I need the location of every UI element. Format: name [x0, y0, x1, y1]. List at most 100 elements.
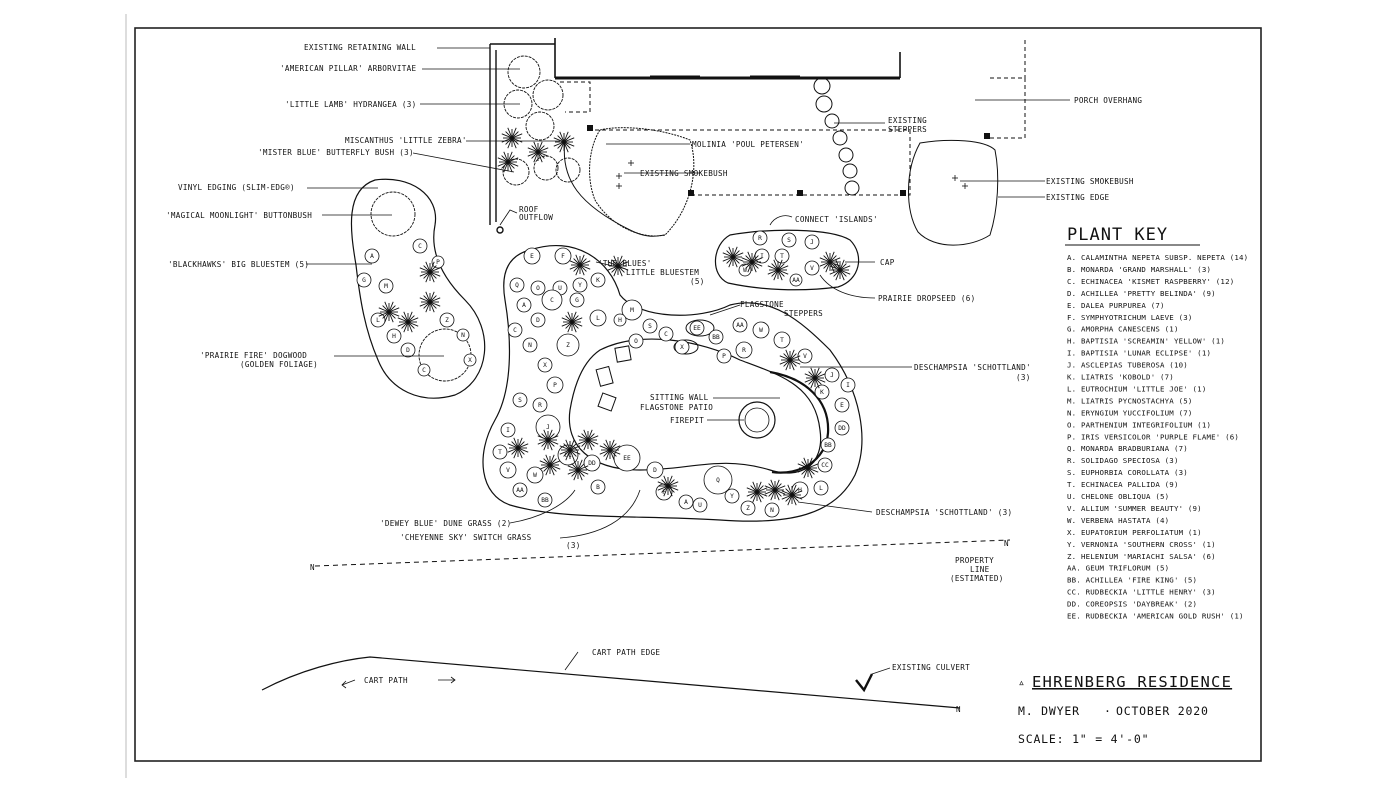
plant-symbol: [412, 238, 428, 254]
plant-letter: S: [518, 397, 522, 404]
plant-letter: A: [684, 499, 688, 506]
grass-symbol: [501, 127, 523, 149]
flagstone-patio: [568, 338, 822, 474]
grass-symbol: [553, 131, 575, 153]
label-molinia: MOLINIA 'POUL PETERSEN': [692, 140, 804, 149]
plant-symbol: [621, 299, 643, 321]
plant-key-item: K. LIATRIS 'KOBOLD' (7): [1067, 373, 1174, 382]
plant-letter: EE: [693, 325, 701, 332]
center-island-bed: [482, 245, 863, 522]
grass-symbol: [539, 454, 561, 476]
label-cheyenne-sky-qty: (3): [566, 541, 581, 550]
plant-letter: R: [538, 402, 542, 409]
plant-symbol: [804, 260, 820, 276]
label-existing-smokebush-2: EXISTING SMOKEBUSH: [1046, 177, 1134, 186]
label-the-blues-2: LITTLE BLUESTEM: [626, 268, 699, 277]
plant-key-item: X. EUPATORIUM PERFOLIATUM (1): [1067, 528, 1202, 537]
grass-symbol: [746, 481, 768, 503]
plant-letter: H: [618, 317, 622, 324]
plant-key-item: C. ECHINACEA 'KISMET RASPBERRY' (12): [1067, 277, 1234, 286]
plant-symbol: [583, 454, 601, 472]
plant-key-item: T. ECHINACEA PALLIDA (9): [1067, 480, 1179, 489]
drawing-date: OCTOBER 2020: [1116, 704, 1209, 718]
plant-letter: L: [596, 315, 600, 322]
plant-symbol: [516, 297, 532, 313]
plant-symbol: [642, 318, 658, 334]
culvert-mark: [855, 673, 874, 693]
plant-letter: C: [513, 327, 517, 334]
plant-key-item: AA. GEUM TRIFLORUM (5): [1067, 564, 1169, 573]
plant-letter: Z: [746, 505, 750, 512]
plant-letter: C: [664, 331, 668, 338]
project-title: EHRENBERG RESIDENCE: [1032, 673, 1232, 691]
smokebush-canopy-1: [589, 127, 695, 237]
plant-key-item: V. ALLIUM 'SUMMER BEAUTY' (9): [1067, 504, 1202, 513]
plant-letter: N: [528, 342, 532, 349]
plant-letter: V: [803, 353, 807, 360]
plant-letter: X: [680, 344, 684, 351]
plant-symbol: [752, 321, 770, 339]
grass-symbol: [781, 484, 803, 506]
leader-lines: [306, 47, 1070, 689]
plant-letter: A: [370, 253, 374, 260]
plant-key-item: R. SOLIDAGO SPECIOSA (3): [1067, 456, 1179, 465]
plant-symbol: [400, 342, 416, 358]
plant-letter: V: [810, 265, 814, 272]
label-existing-steppers-2: STEPPERS: [888, 125, 927, 134]
label-existing-edge: EXISTING EDGE: [1046, 193, 1109, 202]
plant-letter: J: [830, 372, 834, 379]
plant-symbol: [589, 309, 607, 327]
plant-letter: K: [596, 277, 600, 284]
sitting-wall: [769, 370, 830, 474]
plant-key-item: Q. MONARDA BRADBURIANA (7): [1067, 444, 1188, 453]
plant-letter: CC: [821, 462, 829, 469]
plant-letter: P: [722, 353, 726, 360]
plant-letter: R: [742, 347, 746, 354]
plant-symbol: [774, 248, 790, 264]
grass-symbol: [378, 301, 400, 323]
plant-key-item: N. ERYNGIUM YUCCIFOLIUM (7): [1067, 408, 1193, 417]
plant-letter: H: [798, 487, 802, 494]
plant-symbol: [526, 466, 544, 484]
plant-letter: DD: [588, 460, 596, 467]
label-magical-moonlight: 'MAGICAL MOONLIGHT' BUTTONBUSH: [166, 211, 312, 220]
label-property-line-3: (ESTIMATED): [950, 574, 1004, 583]
cart-path-edge: [261, 656, 961, 709]
plant-letter: L: [819, 485, 823, 492]
plant-letter: D: [536, 317, 540, 324]
plant-letter: R: [758, 235, 762, 242]
north-arrow-mark-2: N: [1004, 539, 1009, 548]
plant-key-item: EE. RUDBECKIA 'AMERICAN GOLD RUSH' (1): [1067, 612, 1244, 621]
plant-key-item: Y. VERNONIA 'SOUTHERN CROSS' (1): [1067, 540, 1216, 549]
grass-symbol: [397, 311, 419, 333]
plant-symbol: [509, 277, 525, 293]
label-miscanthus: MISCANTHUS 'LITTLE ZEBRA': [345, 136, 467, 145]
grass-symbol: [599, 439, 621, 461]
plant-symbol: [590, 479, 606, 495]
grass-symbol: [419, 261, 441, 283]
label-connect-islands: CONNECT 'ISLANDS': [795, 215, 878, 224]
plant-symbol: [834, 397, 850, 413]
grass-symbol: [829, 259, 851, 281]
plant-key-item: H. BAPTISIA 'SCREAMIN' YELLOW' (1): [1067, 337, 1225, 346]
label-the-blues-3: (5): [690, 277, 705, 286]
plant-letter: AA: [736, 322, 744, 329]
label-existing-steppers-1: EXISTING: [888, 116, 927, 125]
plant-letter: K: [820, 389, 824, 396]
plant-key-item: J. ASCLEPIAS TUBEROSA (10): [1067, 361, 1188, 370]
label-roof-outflow-1: ROOF: [519, 205, 539, 214]
plant-symbol: [541, 289, 563, 311]
plant-symbol: [613, 444, 641, 472]
plant-symbol: [439, 312, 455, 328]
plant-symbol: [781, 232, 797, 248]
plant-letter: F: [662, 489, 666, 496]
plant-key-item: O. PARTHENIUM INTEGRIFOLIUM (1): [1067, 420, 1211, 429]
plant-key-item: B. MONARDA 'GRAND MARSHALL' (3): [1067, 265, 1211, 274]
label-existing-retaining-wall: EXISTING RETAINING WALL: [304, 43, 416, 52]
label-property-line-2: LINE: [970, 565, 990, 574]
plant-letter: BB: [712, 334, 720, 341]
plant-key-item: Z. HELENIUM 'MARIACHI SALSA' (6): [1067, 552, 1216, 561]
grass-symbol: [819, 251, 841, 273]
